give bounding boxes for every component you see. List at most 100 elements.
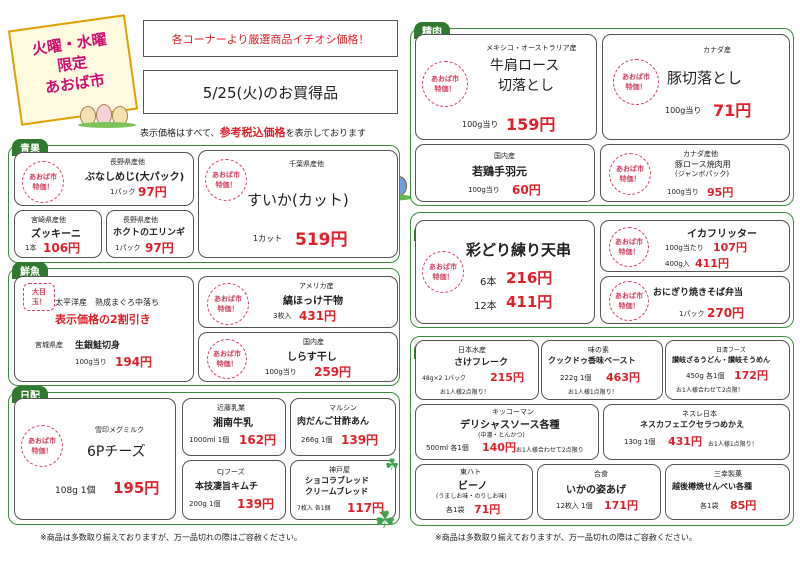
- product-price: 106円: [43, 241, 81, 255]
- aoba-badge: あおば市特価！: [422, 61, 468, 107]
- grocery-item-cookdo: 味の素 クックドゥ香味ペースト 222g 1個 463円 お1人様1点限り！: [541, 340, 663, 400]
- product-unit: 1カット: [253, 234, 283, 243]
- product-name-2: (うましお味・のりしお味): [436, 493, 507, 500]
- fish-item-tuna-salmon: 大目玉！ 太平洋産 熟成まぐろ中落ち 表示価格の2割引き 宮城県産 生銀鮭切身 …: [14, 276, 194, 382]
- product-unit: 266g 1個: [301, 436, 333, 444]
- product-name: クックドゥ香味ペースト: [548, 356, 636, 365]
- fish-item-shirasu: あおば市特価！ 国内産 しらす干し 100g当り 259円: [198, 332, 398, 382]
- product-origin: ネスレ日本: [682, 410, 717, 418]
- product-price: 139円: [341, 433, 379, 447]
- daime-badge: 大目玉！: [23, 283, 55, 311]
- product-name: 本技凄旨キムチ: [195, 482, 259, 492]
- product-price: 171円: [604, 499, 638, 512]
- aoba-badge: あおば市特価！: [205, 159, 247, 201]
- product-origin: 雪印メグミルク: [95, 426, 144, 434]
- salmon-name: 生銀鮭切身: [75, 341, 121, 351]
- aoba-badge: あおば市特価！: [609, 227, 649, 267]
- product-origin: 三幸製菓: [714, 470, 742, 478]
- product-name-2: クリームブレッド: [305, 487, 369, 496]
- aoba-badge: あおば市特価！: [609, 153, 651, 195]
- product-price: 431円: [299, 309, 337, 323]
- limit-note: お1人様1点限り！: [568, 389, 618, 396]
- product-origin: カナダ産: [703, 46, 731, 54]
- salmon-price: 194円: [115, 355, 153, 369]
- product-name: ショコラブレッド: [305, 476, 369, 485]
- grocery-item-nescafe: ネスレ日本 ネスカフェエクセラつめかえ 130g 1個 431円 お1人様1点限…: [603, 404, 790, 460]
- product-name: イカフリッター: [687, 229, 757, 240]
- mascot-illustration-left: [78, 100, 136, 130]
- footer-note-left: ※商品は多数取り揃えておりますが、万一品切れの際はご容赦ください。: [40, 533, 302, 542]
- meat-item-chicken: 国内産 若鶏手羽元 100g当り 60円: [415, 144, 595, 202]
- product-name: ネスカフェエクセラつめかえ: [640, 420, 744, 429]
- product-unit: 1パック: [679, 310, 705, 318]
- product-unit: 1本: [25, 244, 37, 252]
- kushi-qty-2: 12本: [474, 301, 497, 312]
- product-name: 豚切落とし: [667, 69, 743, 87]
- product-unit: 200g 1個: [189, 500, 221, 508]
- ika-unit-2: 400g入: [665, 260, 690, 268]
- product-unit: 48g×2 1パック: [422, 375, 467, 382]
- product-origin: 味の素: [588, 346, 609, 354]
- tuna-note: 表示価格の2割引き: [55, 313, 151, 326]
- tax-note-3: を表示しております: [285, 129, 367, 139]
- product-origin: CJフーズ: [217, 468, 245, 476]
- product-origin: メキシコ・オーストラリア産: [486, 44, 577, 52]
- product-origin: 神戸屋: [329, 466, 350, 474]
- salmon-origin: 宮城県産: [35, 341, 63, 349]
- dairy-item-cheese: あおば市特価！ 雪印メグミルク 6Pチーズ 108g 1個 195円: [14, 398, 176, 520]
- product-price: 85円: [730, 499, 757, 512]
- product-price: 519円: [295, 230, 348, 250]
- product-origin: 宮崎県産他: [31, 216, 66, 224]
- product-name: 6Pチーズ: [87, 444, 146, 460]
- product-name: デリシャスソース各種: [460, 420, 560, 431]
- product-origin: 長野県産他: [123, 216, 158, 224]
- aoba-badge: あおば市特価！: [422, 251, 464, 293]
- product-name: ズッキーニ: [31, 229, 81, 240]
- salmon-unit: 100g当り: [75, 358, 107, 366]
- product-origin: 千葉県産他: [289, 160, 324, 168]
- product-price: 60円: [512, 183, 541, 197]
- product-price: 71円: [713, 101, 752, 120]
- product-price: 431円: [668, 435, 702, 448]
- product-unit: 3枚入: [273, 312, 292, 320]
- fish-item-hokke: あおば市特価！ アメリカ産 縞ほっけ干物 3枚入 431円: [198, 276, 398, 328]
- product-price: 95円: [707, 186, 734, 199]
- product-name: 讃岐ざるうどん・讃岐そうめん: [672, 356, 770, 364]
- product-origin: 国内産: [303, 338, 324, 346]
- product-price: 172円: [734, 369, 768, 382]
- product-name: 越後樽焼せんべい各種: [672, 482, 752, 491]
- product-price: 195円: [113, 479, 160, 497]
- aoba-badge: あおば市特価！: [22, 161, 64, 203]
- aoba-badge: あおば市特価！: [21, 425, 63, 467]
- ika-price-1: 107円: [713, 241, 747, 254]
- meat-item-pork: あおば市特価！ カナダ産 豚切落とし 100g当り 71円: [602, 34, 790, 140]
- aoba-badge: あおば市特価！: [207, 283, 249, 325]
- deli-item-ika: あおば市特価！ イカフリッター 100g当たり 107円 400g入 411円: [600, 220, 790, 272]
- product-unit: 1パック: [115, 244, 141, 252]
- tax-note-1: 表示価格はすべて、: [140, 129, 220, 139]
- limit-note: お1人様1点限り！: [708, 441, 758, 448]
- ika-unit-1: 100g当たり: [665, 244, 704, 252]
- product-price: 97円: [145, 241, 174, 255]
- tuna-title: 太平洋産 熟成まぐろ中落ち: [55, 298, 159, 307]
- product-unit: 100g当り: [265, 368, 297, 376]
- produce-item-eringi: 長野県産他 ホクトのエリンギ 1パック 97円: [106, 210, 194, 258]
- limit-note: お1人様合わせて2点限り: [516, 447, 584, 454]
- date-label: 5/25(火)のお買得品: [202, 84, 339, 102]
- grocery-item-udon: 日清フーズ 讃岐ざるうどん・讃岐そうめん 450g 各1個 172円 お1人様合…: [665, 340, 790, 400]
- product-price: 270円: [707, 306, 745, 320]
- clover-icon: ☘: [374, 506, 396, 534]
- product-unit: 450g 各1個: [686, 372, 725, 380]
- product-origin: アメリカ産: [299, 282, 334, 290]
- product-name: 牛肩ロース: [490, 58, 560, 74]
- product-name: いかの姿あげ: [566, 485, 626, 496]
- dairy-item-kimchi: CJフーズ 本技凄旨キムチ 200g 1個 139円: [182, 460, 286, 520]
- deli-item-kushi: あおば市特価！ 彩どり練り天串 6本 216円 12本 411円: [415, 220, 595, 324]
- product-price: 139円: [237, 497, 275, 511]
- product-price: 463円: [606, 371, 640, 384]
- product-origin: マルシン: [329, 404, 357, 412]
- product-unit: 各1袋: [446, 506, 465, 514]
- meat-item-pork-roast: あおば市特価！ カナダ産他 豚ロース焼肉用 (ジャンボパック) 100g当り 9…: [600, 144, 790, 202]
- product-unit: 108g 1個: [55, 486, 96, 496]
- deli-item-onigiri: あおば市特価！ おにぎり焼きそば弁当 1パック 270円: [600, 276, 790, 324]
